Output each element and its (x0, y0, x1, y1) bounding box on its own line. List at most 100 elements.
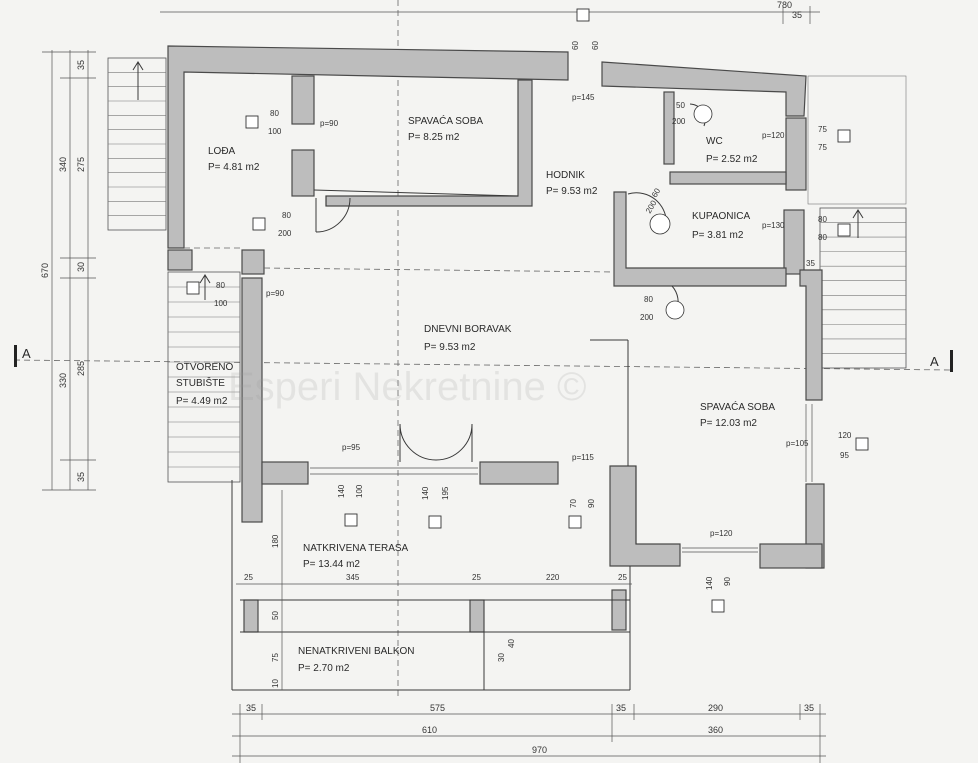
bed2-window-h: 95 (840, 451, 849, 460)
left-dim-lower: 330 (58, 373, 68, 388)
left-dim-inner-2: 275 (76, 157, 86, 172)
terrace-op-h2: 195 (441, 486, 450, 500)
room-spavaca1-area: P= 8.25 m2 (408, 132, 460, 143)
bottom-dim-4: 290 (708, 703, 723, 713)
room-wc-name: WC (706, 136, 723, 147)
wc-window-w: 75 (818, 125, 827, 134)
section-line: A A (13, 345, 953, 372)
kup-window-p: p=130 (762, 221, 785, 230)
living-door-w: 80 (644, 295, 653, 304)
room-spavaca2-area: P= 12.03 m2 (700, 418, 757, 429)
left-dim-upper: 340 (58, 157, 68, 172)
left-dimensions: 670 340 330 35 275 30 285 35 (40, 50, 96, 491)
room-stubiste-area: P= 4.49 m2 (176, 396, 228, 407)
left-dim-total: 670 (40, 263, 50, 278)
loda-window-p: p=90 (320, 119, 339, 128)
top-dim-right: 35 (792, 10, 802, 20)
wc-window-h: 75 (818, 143, 827, 152)
room-loda-area: P= 4.81 m2 (208, 162, 260, 173)
terrace-op-p1: p=95 (342, 443, 361, 452)
room-kupaonica-name: KUPAONICA (692, 211, 750, 222)
bed2-bottom-p: p=120 (710, 529, 733, 538)
bed2-bottom-w: 140 (705, 576, 714, 590)
interior-lines (184, 189, 813, 691)
wc-door-h: 200 (672, 117, 686, 126)
terrace-dim-2: 345 (346, 573, 360, 582)
loda-door-h: 200 (278, 229, 292, 238)
loda-door-w: 80 (282, 211, 291, 220)
left-dim-inner-5: 35 (76, 472, 86, 482)
stairs-left-lower (167, 271, 241, 483)
bottom-dim-5: 35 (804, 703, 814, 713)
walls (167, 45, 825, 633)
room-loda-name: LOĐA (208, 146, 236, 157)
room-terasa-name: NATKRIVENA TERASA (303, 543, 409, 554)
terrace-op-p2: p=115 (572, 453, 594, 462)
top-dim-overall: 780 (777, 0, 792, 10)
balcony-h: 40 (507, 639, 516, 648)
bottom-dimensions: 35 575 35 290 35 610 360 970 (232, 703, 826, 763)
left-dim-inner-3: 30 (76, 262, 86, 272)
stairs-right (807, 75, 907, 369)
stair-door-p: p=90 (266, 289, 285, 298)
bed2-window-p: p=105 (786, 439, 809, 448)
terrace-dimensions: 25 345 25 220 25 180 50 75 10 (236, 490, 632, 690)
terrace-dim-1: 25 (244, 573, 253, 582)
stair-door-h: 100 (214, 299, 228, 308)
watermark: Esperi Nekretnine © (228, 365, 587, 409)
balcony-w: 30 (497, 653, 506, 662)
living-door-h: 200 (640, 313, 654, 322)
terrace-dim-3: 25 (472, 573, 481, 582)
terrace-op-w3: 70 (569, 499, 578, 508)
section-mark-left: A (22, 346, 31, 361)
room-dnevni-area: P= 9.53 m2 (424, 342, 476, 353)
terrace-dim-5: 25 (618, 573, 627, 582)
terrace-op-w2: 140 (421, 486, 430, 500)
top-window-p: p=145 (572, 93, 595, 102)
bottom-dim-610: 610 (422, 725, 437, 735)
stairs-left-upper (107, 57, 167, 231)
loda-window-w: 80 (270, 109, 279, 118)
bottom-dim-970: 970 (532, 745, 547, 755)
bottom-dim-1: 35 (246, 703, 256, 713)
terrace-vdim-2: 50 (271, 611, 280, 620)
room-balkon-area: P= 2.70 m2 (298, 663, 350, 674)
left-dim-inner-4: 285 (76, 361, 86, 376)
corner-mark: 35 (806, 259, 815, 268)
room-stubiste-line2: STUBIŠTE (176, 376, 225, 389)
room-spavaca2-name: SPAVAĆA SOBA (700, 400, 775, 413)
room-wc-area: P= 2.52 m2 (706, 154, 758, 165)
room-hodnik-name: HODNIK (546, 170, 585, 181)
top-window-h: 60 (591, 41, 600, 50)
room-spavaca1-name: SPAVAĆA SOBA (408, 114, 483, 127)
bed2-window-w: 120 (838, 431, 852, 440)
room-labels: LOĐA P= 4.81 m2 SPAVAĆA SOBA P= 8.25 m2 … (176, 114, 775, 674)
terrace-vdim-3: 75 (271, 653, 280, 662)
bottom-dim-3: 35 (616, 703, 626, 713)
kup-window-w: 80 (818, 215, 827, 224)
wc-door-w: 50 (676, 101, 685, 110)
loda-window-h: 100 (268, 127, 282, 136)
top-dimension: 780 35 (160, 0, 820, 24)
room-balkon-name: NENATKRIVENI BALKON (298, 646, 415, 657)
wc-window-p: p=120 (762, 131, 785, 140)
stair-door-w: 80 (216, 281, 225, 290)
opening-annotations: 60 60 p=145 80 100 p=90 80 200 80 100 p=… (214, 41, 852, 662)
terrace-op-h3: 90 (587, 499, 596, 508)
bottom-dim-360: 360 (708, 725, 723, 735)
opening-markers (186, 8, 869, 613)
terrace-op-h1: 100 (355, 484, 364, 498)
room-hodnik-area: P= 9.53 m2 (546, 186, 598, 197)
section-mark-right: A (930, 354, 939, 369)
top-window-w: 60 (571, 41, 580, 50)
terrace-vdim-4: 10 (271, 679, 280, 688)
kup-window-h: 80 (818, 233, 827, 242)
terrace-op-w1: 140 (337, 484, 346, 498)
bed2-bottom-h: 90 (723, 577, 732, 586)
room-terasa-area: P= 13.44 m2 (303, 559, 360, 570)
room-stubiste-line1: OTVORENO (176, 362, 233, 373)
terrace-dim-4: 220 (546, 573, 560, 582)
bottom-dim-2: 575 (430, 703, 445, 713)
room-kupaonica-area: P= 3.81 m2 (692, 230, 744, 241)
